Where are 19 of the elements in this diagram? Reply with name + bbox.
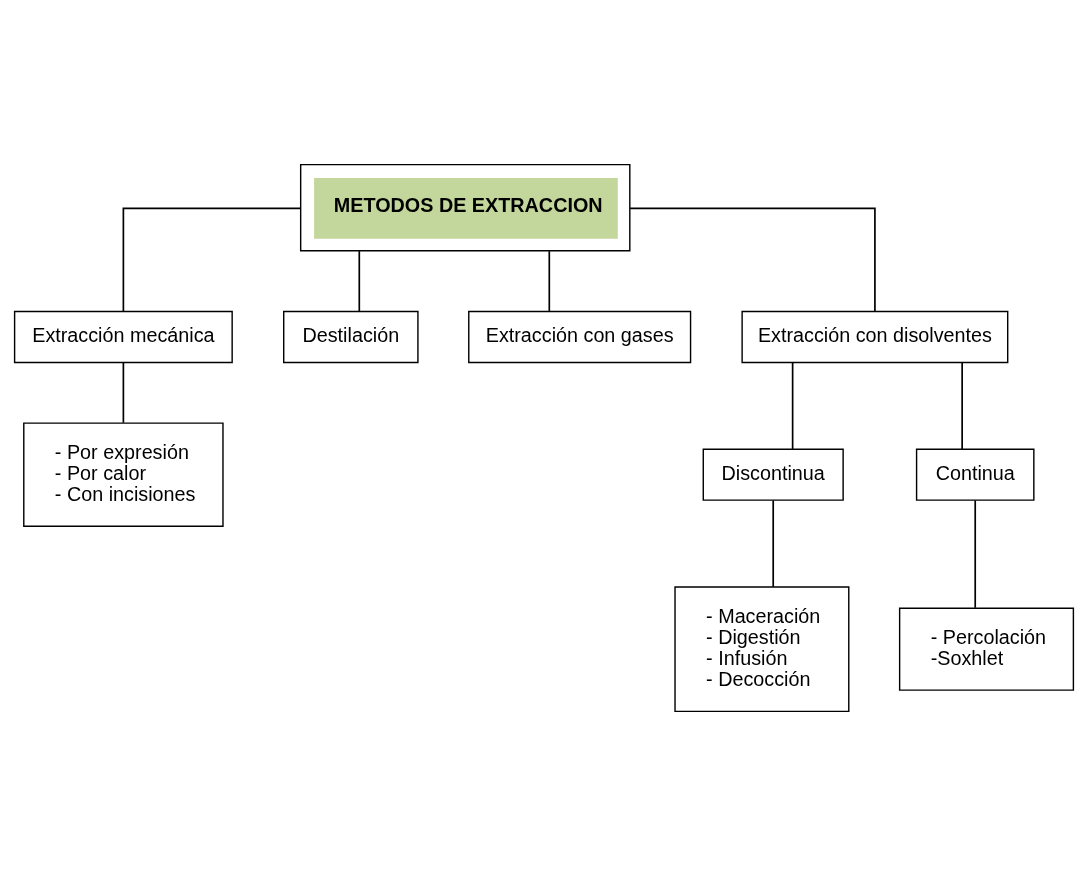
connector <box>629 207 876 312</box>
connector <box>548 250 551 313</box>
connector <box>791 362 794 450</box>
connector <box>122 362 125 424</box>
node-box: METODOS DE EXTRACCION <box>299 163 631 252</box>
connector <box>772 499 775 588</box>
connector <box>961 362 963 450</box>
node-box: Continua <box>915 448 1035 501</box>
node-box: - Por expresión - Por calor - Con incisiones <box>23 422 224 527</box>
connector <box>358 250 361 313</box>
connector <box>122 207 302 312</box>
connector <box>974 499 977 609</box>
node-box: - Percolación -Soxhlet <box>898 607 1075 691</box>
node-box: Extracción con gases <box>468 310 692 364</box>
node-box: Extracción con disolventes <box>741 310 1009 364</box>
node-box: Discontinua <box>702 448 844 501</box>
node-box: - Maceración - Digestión - Infusión - Decocción <box>674 586 850 713</box>
node-box: Extracción mecánica <box>13 310 233 364</box>
node-box: Destilación <box>283 310 419 364</box>
